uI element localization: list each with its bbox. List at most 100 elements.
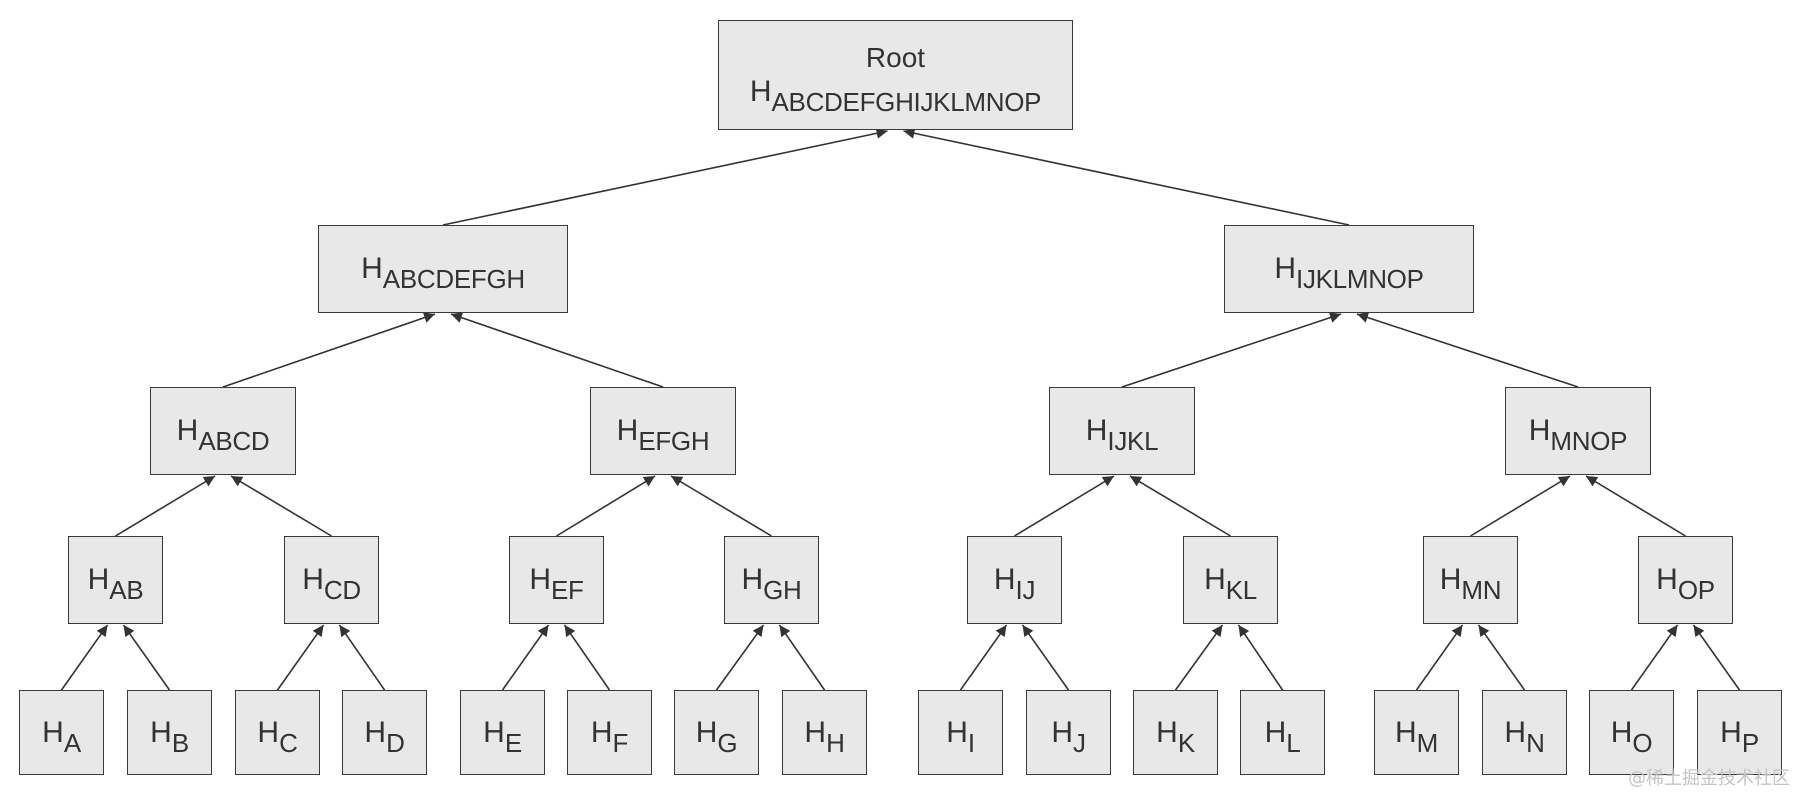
hash-subscript: GH	[763, 575, 802, 606]
hash-node-o: HO	[1589, 690, 1674, 775]
hash-symbol: H	[302, 563, 324, 597]
hash-subscript: M	[1416, 727, 1439, 758]
hash-subscript: J	[1072, 727, 1086, 758]
hash-subscript: MNOP	[1550, 426, 1628, 457]
hash-node-ijkl: HIJKL	[1049, 387, 1195, 475]
hash-subscript: IJKLMNOP	[1296, 264, 1424, 295]
root-title: Root	[865, 41, 926, 73]
edge-level3-1	[230, 475, 332, 537]
hash-node-abcd: HABCD	[150, 387, 296, 475]
hash-label: HGH	[741, 563, 801, 604]
hash-node-cd: HCD	[284, 536, 379, 624]
edge-level4-4	[501, 624, 550, 691]
hash-node-ef: HEF	[509, 536, 604, 624]
hash-label: HP	[1720, 715, 1759, 757]
hash-symbol: H	[695, 715, 718, 749]
hash-node-p: HP	[1697, 690, 1782, 775]
hash-subscript: OP	[1677, 575, 1715, 606]
hash-node-kl: HKL	[1183, 536, 1278, 624]
hash-subscript: ABCDEFGH	[382, 264, 525, 295]
hash-label: HEF	[529, 563, 584, 604]
hash-label: HIJ	[994, 564, 1036, 604]
hash-subscript: E	[504, 727, 522, 758]
hash-subscript: H	[826, 727, 845, 758]
hash-node-f: HF	[567, 690, 652, 775]
hash-label: HM	[1395, 717, 1438, 757]
hash-label: HABCDEFGH	[361, 253, 525, 293]
edge-level2-2	[1121, 312, 1342, 388]
hash-subscript: P	[1741, 727, 1759, 758]
hash-label: HE	[483, 715, 522, 757]
watermark-text: @稀土掘金技术社区	[1628, 768, 1790, 789]
hash-symbol: H	[1204, 563, 1226, 597]
hash-label: HMNOP	[1529, 415, 1628, 455]
hash-symbol: H	[1085, 414, 1108, 448]
hash-node-ijklmnop: HIJKLMNOP	[1224, 225, 1474, 313]
edge-level4-0	[60, 624, 109, 691]
hash-node-n: HN	[1482, 690, 1567, 775]
hash-node-g: HG	[674, 690, 759, 775]
hash-symbol: H	[1051, 715, 1073, 749]
hash-symbol: H	[946, 715, 968, 749]
hash-node-ab: HAB	[68, 536, 163, 624]
hash-label: HOP	[1656, 563, 1715, 604]
hash-label: HL	[1265, 717, 1301, 757]
hash-symbol: H	[42, 715, 64, 749]
hash-subscript: MN	[1461, 575, 1502, 606]
hash-label: HN	[1504, 717, 1544, 757]
edge-level3-6	[1470, 475, 1571, 537]
edge-level1-0	[442, 127, 888, 226]
hash-symbol: H	[529, 563, 552, 597]
hash-node-l: HL	[1240, 690, 1325, 775]
hash-symbol: H	[804, 715, 827, 749]
hash-node-h: HH	[782, 690, 867, 775]
hash-symbol: H	[257, 715, 280, 749]
edge-level4-3	[338, 624, 386, 691]
hash-node-ij: HIJ	[967, 536, 1062, 624]
hash-node-mn: HMN	[1423, 536, 1518, 624]
edge-level4-15	[1692, 624, 1741, 691]
hash-subscript: CD	[323, 575, 361, 606]
hash-node-a: HA	[19, 690, 104, 775]
hash-subscript: B	[171, 727, 189, 758]
hash-label: HK	[1156, 717, 1195, 757]
edge-level3-0	[115, 475, 216, 537]
hash-symbol: H	[749, 74, 772, 108]
hash-subscript: IJKL	[1107, 426, 1159, 457]
hash-node-e: HE	[460, 690, 545, 775]
hash-node-m: HM	[1374, 690, 1459, 775]
hash-subscript: EFGH	[638, 426, 710, 457]
hash-node-b: HB	[127, 690, 212, 775]
hash-symbol: H	[1720, 715, 1742, 749]
edge-level3-7	[1585, 475, 1686, 537]
hash-subscript: A	[63, 727, 81, 758]
hash-label: HI	[946, 715, 975, 757]
edge-level4-1	[122, 624, 171, 691]
edge-level4-12	[1415, 624, 1464, 691]
hash-subscript: K	[1177, 727, 1195, 758]
hash-symbol: H	[1610, 715, 1633, 749]
hash-label: HAB	[88, 564, 144, 604]
hash-symbol: H	[741, 563, 764, 597]
edge-level2-1	[450, 312, 664, 388]
hash-symbol: H	[1439, 563, 1462, 597]
edge-level3-2	[556, 475, 656, 537]
edge-level4-13	[1477, 624, 1526, 691]
edge-level3-3	[670, 475, 772, 537]
hash-symbol: H	[1656, 563, 1678, 597]
edge-level3-4	[1014, 475, 1115, 537]
hash-label: HO	[1610, 715, 1653, 757]
hash-subscript: ABCD	[198, 426, 270, 457]
edge-level4-9	[1021, 624, 1070, 691]
hash-symbol: H	[483, 715, 505, 749]
hash-label: HABCD	[177, 415, 270, 455]
edge-level4-6	[715, 624, 765, 691]
edge-level4-2	[276, 624, 325, 691]
hash-label: HIJKL	[1085, 414, 1159, 455]
edge-level4-7	[778, 624, 826, 691]
hash-subscript: G	[717, 727, 738, 758]
hash-label: HH	[804, 715, 844, 757]
hash-symbol: H	[616, 414, 639, 448]
